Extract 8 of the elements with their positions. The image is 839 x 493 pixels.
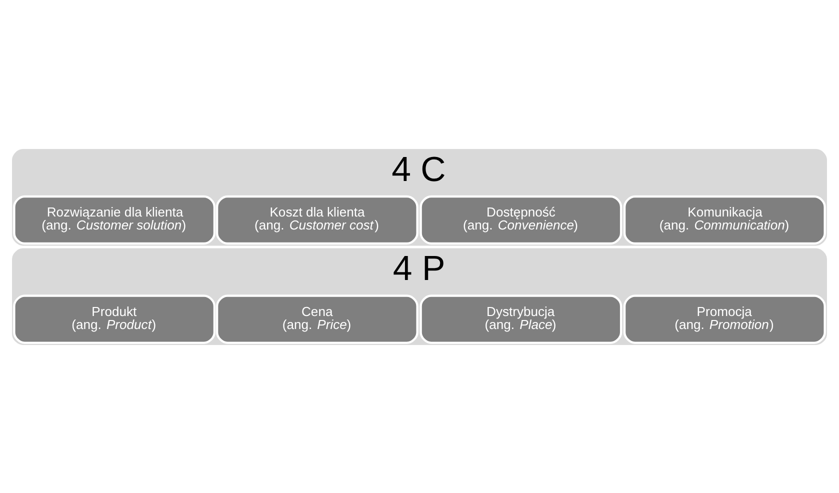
node-box: Rozwiązanie dla klienta (ang. Customer solution) — [13, 194, 216, 244]
node-box: Koszt dla klienta (ang. Customer cost) — [216, 194, 418, 244]
node-box: Promocja (ang. Promotion) — [623, 294, 826, 344]
node-box: Komunikacja (ang. Communication) — [623, 194, 826, 244]
node-box: Dystrybucja (ang. Place) — [420, 294, 622, 344]
node-box: Dostępność (ang. Convenience) — [420, 194, 622, 244]
node-box: Cena (ang. Price) — [216, 294, 418, 344]
node-box: Produkt (ang. Product) — [13, 294, 216, 344]
